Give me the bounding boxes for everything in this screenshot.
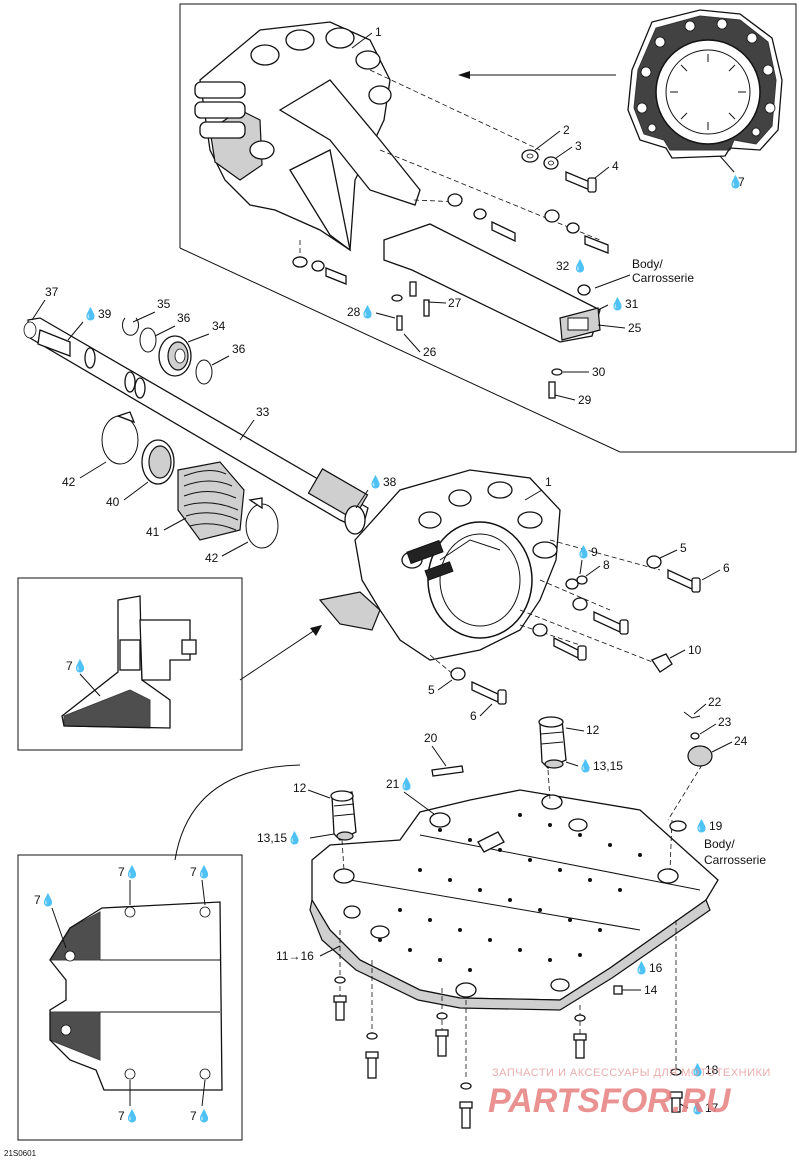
watermark: ЗАПЧАСТИ И АКСЕССУАРЫ ДЛЯ МОТОТЕХНИКИ PA… xyxy=(488,1067,771,1120)
label-13-15-right: 💧13,15 xyxy=(578,759,623,773)
svg-text:Carrosserie: Carrosserie xyxy=(704,853,766,867)
label-28: 28💧 xyxy=(347,305,375,319)
label-7-top: 💧 xyxy=(728,175,743,189)
label-5b: 5 xyxy=(428,683,435,697)
key-20 xyxy=(431,765,464,777)
insert-12-left xyxy=(330,790,357,841)
housing-front-view xyxy=(627,9,783,159)
circlip-35 xyxy=(122,317,139,336)
label-41: 41 xyxy=(146,525,160,539)
label-body-b: Body/ xyxy=(704,837,735,851)
ride-plate xyxy=(309,789,719,1011)
label-6a: 6 xyxy=(723,561,730,575)
svg-text:7: 7 xyxy=(738,175,745,189)
label-42b: 42 xyxy=(205,551,219,565)
label-22: 22 xyxy=(708,695,722,709)
label-35: 35 xyxy=(157,297,171,311)
svg-text:Carrosserie: Carrosserie xyxy=(632,271,694,285)
label-14: 14 xyxy=(644,983,658,997)
middle-housing xyxy=(318,469,561,661)
label-7-inset-side: 7💧 xyxy=(66,659,88,673)
label-body-a: Body/ xyxy=(632,257,663,271)
label-40: 40 xyxy=(106,495,120,509)
washer-2 xyxy=(521,149,539,163)
label-37: 37 xyxy=(45,285,59,299)
label-25: 25 xyxy=(628,321,642,335)
label-33: 33 xyxy=(256,405,270,419)
ring-40 xyxy=(141,439,175,485)
label-34: 34 xyxy=(212,319,226,333)
top-housing xyxy=(194,21,421,252)
label-13-15-left: 13,15💧 xyxy=(257,831,302,845)
boot-41 xyxy=(177,461,245,541)
watermark-brand: PARTSFOR.RU xyxy=(488,1082,732,1120)
label-39: 💧39 xyxy=(83,307,112,321)
clamp-42a xyxy=(101,411,139,465)
label-1-middle: 1 xyxy=(545,475,552,489)
label-12-left: 12 xyxy=(293,781,307,795)
drive-shaft-33 xyxy=(23,317,369,535)
label-11-16: 11→16 xyxy=(276,949,314,963)
ring-36a xyxy=(139,327,157,353)
label-27: 27 xyxy=(448,296,462,310)
insert-12-right xyxy=(538,716,567,769)
label-3: 3 xyxy=(575,139,582,153)
label-6b: 6 xyxy=(470,709,477,723)
label-7-inset-2: 7💧 xyxy=(190,865,212,879)
label-7-inset-4: 7💧 xyxy=(118,1109,140,1123)
diagram-code: 21S0601 xyxy=(4,1149,37,1158)
label-9: 💧9 xyxy=(576,545,598,559)
watermark-top-text: ЗАПЧАСТИ И АКСЕССУАРЫ ДЛЯ МОТОТЕХНИКИ xyxy=(492,1067,771,1079)
inset-side-view xyxy=(17,577,243,751)
label-7-inset-3: 7💧 xyxy=(34,893,56,907)
ring-36b xyxy=(195,359,213,385)
label-4: 4 xyxy=(612,159,619,173)
label-38: 💧38 xyxy=(368,475,397,489)
clamp-42b xyxy=(245,497,279,549)
label-8: 8 xyxy=(603,558,610,572)
label-16: 💧16 xyxy=(634,961,663,975)
bolt-4 xyxy=(565,171,597,193)
label-10: 10 xyxy=(688,643,702,657)
label-18: 💧18 xyxy=(690,1063,719,1077)
arrow-inset-to-housing xyxy=(239,627,319,681)
label-17: 💧17 xyxy=(690,1101,719,1115)
label-1-top: 1 xyxy=(375,25,382,39)
label-36b: 36 xyxy=(232,342,246,356)
label-36a: 36 xyxy=(177,311,191,325)
label-7-inset-5: 7💧 xyxy=(190,1109,212,1123)
label-32: 32 💧 xyxy=(556,259,588,273)
label-29: 29 xyxy=(578,393,592,407)
label-42a: 42 xyxy=(62,475,76,489)
label-30: 30 xyxy=(592,365,606,379)
label-19: 💧19 xyxy=(694,819,723,833)
seal-34 xyxy=(158,335,192,377)
label-5a: 5 xyxy=(680,541,687,555)
label-23: 23 xyxy=(718,715,732,729)
support-bracket-25 xyxy=(383,223,601,343)
label-24: 24 xyxy=(734,734,748,748)
label-7-inset-1: 7💧 xyxy=(118,865,140,879)
label-20: 20 xyxy=(424,731,438,745)
label-21: 21💧 xyxy=(386,777,414,791)
label-12-right: 12 xyxy=(586,723,600,737)
label-31: 💧31 xyxy=(610,297,639,311)
label-2: 2 xyxy=(563,123,570,137)
label-26: 26 xyxy=(423,345,437,359)
washer-3 xyxy=(543,156,559,170)
arc-callout xyxy=(174,764,301,861)
upper-panel-frame xyxy=(179,3,797,453)
inset-top-view xyxy=(17,854,243,1141)
